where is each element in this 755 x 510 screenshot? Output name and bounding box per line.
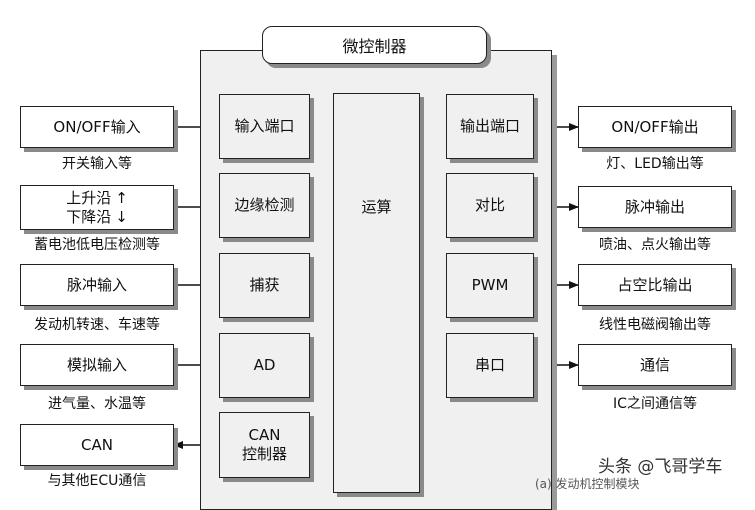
output-pulse: 脉冲输出 <box>578 186 732 228</box>
caption-input-analog: 进气量、水温等 <box>48 396 146 412</box>
module-serial: 串口 <box>446 333 534 398</box>
input-can: CAN <box>20 424 174 466</box>
caption-output-pulse: 喷油、点火输出等 <box>599 237 711 253</box>
module-capture: 捕获 <box>219 253 310 318</box>
edge-rising-label: 上升沿 <box>66 188 112 207</box>
watermark: 头条 @飞哥学车 <box>598 457 723 477</box>
module-pwm: PWM <box>446 253 534 318</box>
down-arrow-icon: ↓ <box>115 207 128 226</box>
caption-input-onoff: 开关输入等 <box>62 156 132 172</box>
input-pulse: 脉冲输入 <box>20 264 174 306</box>
caption-input-pulse: 发动机转速、车速等 <box>34 317 160 333</box>
caption-input-can: 与其他ECU通信 <box>47 473 147 489</box>
module-compute: 运算 <box>333 93 420 493</box>
module-ad: AD <box>219 333 310 398</box>
caption-output-comm: IC之间通信等 <box>613 396 697 412</box>
module-edge-detect: 边缘检测 <box>219 173 310 238</box>
module-input-port: 输入端口 <box>219 94 310 159</box>
caption-output-duty: 线性电磁阀输出等 <box>599 317 711 333</box>
edge-falling-label: 下降沿 <box>66 207 112 226</box>
microcontroller-block-diagram: 微控制器 ON/OFF输入 开关输入等 上升沿↑ 下降沿↓ 蓄电池低电压检测等 … <box>20 26 732 510</box>
output-onoff: ON/OFF输出 <box>578 106 732 148</box>
figure-caption-partial: (a) 发动机控制模块 <box>535 477 640 491</box>
module-compare: 对比 <box>446 173 534 238</box>
caption-output-onoff: 灯、LED输出等 <box>606 156 704 172</box>
output-comm: 通信 <box>578 344 732 386</box>
microcontroller-title: 微控制器 <box>262 26 487 64</box>
input-onoff: ON/OFF输入 <box>20 106 174 148</box>
input-edge: 上升沿↑ 下降沿↓ <box>20 185 174 230</box>
module-can-controller: CAN 控制器 <box>219 412 310 478</box>
output-duty: 占空比输出 <box>578 264 732 306</box>
up-arrow-icon: ↑ <box>115 188 128 207</box>
caption-input-edge: 蓄电池低电压检测等 <box>34 237 160 253</box>
module-output-port: 输出端口 <box>446 94 534 159</box>
input-analog: 模拟输入 <box>20 344 174 386</box>
